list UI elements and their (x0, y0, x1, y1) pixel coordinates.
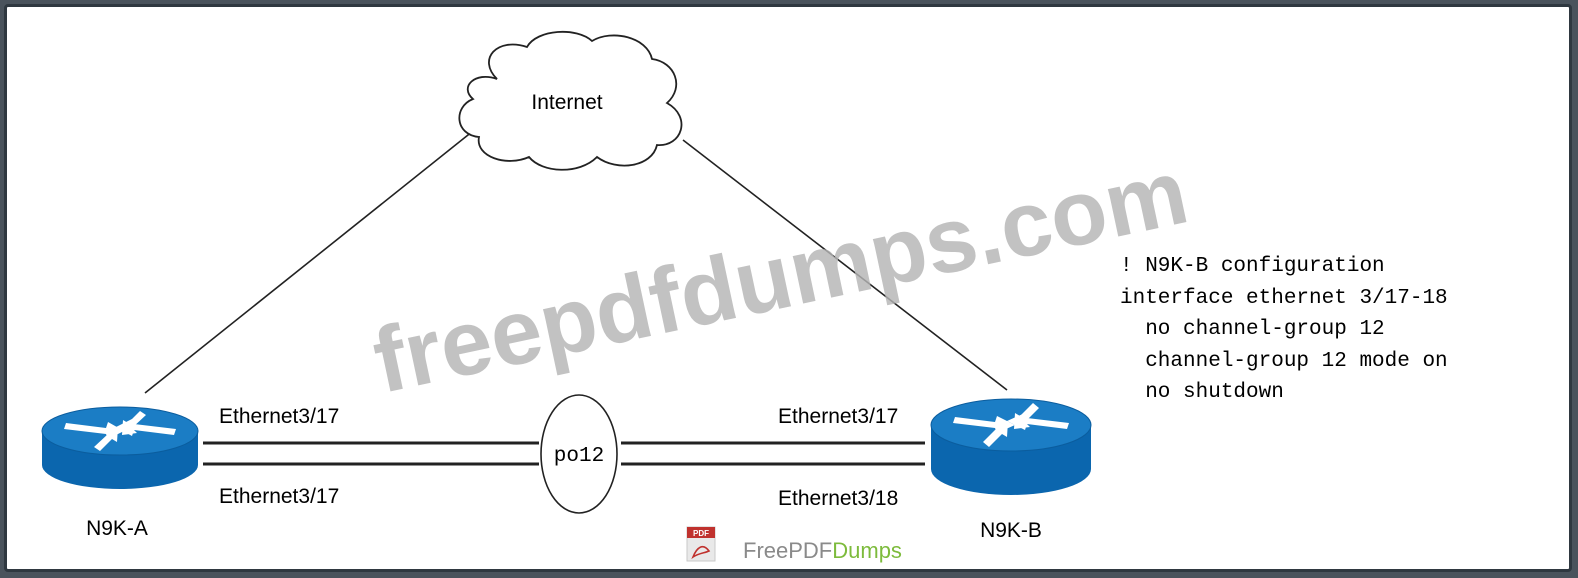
watermark-text: freepdfdumps.com (365, 141, 1196, 413)
port-channel-links (203, 441, 925, 466)
config-line: no channel-group 12 (1120, 318, 1385, 341)
switch-a-icon[interactable] (41, 406, 199, 489)
config-line: interface ethernet 3/17-18 (1120, 286, 1448, 310)
network-diagram: Internet po12 N9K-A (41, 30, 1196, 563)
diagram-frame: Internet po12 N9K-A (4, 4, 1572, 572)
pdf-badge-label: PDF (693, 529, 709, 538)
config-snippet: ! N9K-B configuration interface ethernet … (1120, 251, 1448, 409)
svg-text:FreePDFDumps: FreePDFDumps (743, 538, 902, 563)
switch-b-label: N9K-B (980, 519, 1042, 542)
interface-label-b-top: Ethernet3/17 (778, 405, 898, 428)
link-a-internet (144, 130, 474, 394)
cloud-label: Internet (531, 91, 602, 114)
config-line: no shutdown (1120, 381, 1284, 404)
config-line: channel-group 12 mode on (1120, 349, 1448, 373)
config-line: ! N9K-B configuration (1120, 255, 1385, 278)
port-channel-ellipse (540, 394, 618, 514)
switch-b-icon[interactable] (930, 398, 1092, 495)
internet-cloud-icon (458, 30, 683, 171)
link-b-internet (682, 139, 1008, 391)
interface-label-a-top: Ethernet3/17 (219, 405, 339, 428)
brand-name-part2: Dumps (832, 538, 902, 563)
port-channel-label: po12 (554, 445, 604, 468)
interface-label-b-bottom: Ethernet3/18 (778, 487, 898, 510)
interface-label-a-bottom: Ethernet3/17 (219, 485, 339, 508)
brand-name-part1: FreePDF (743, 538, 832, 563)
switch-a-label: N9K-A (86, 517, 148, 540)
brand-logo: PDF FreePDFDumps (686, 526, 902, 563)
